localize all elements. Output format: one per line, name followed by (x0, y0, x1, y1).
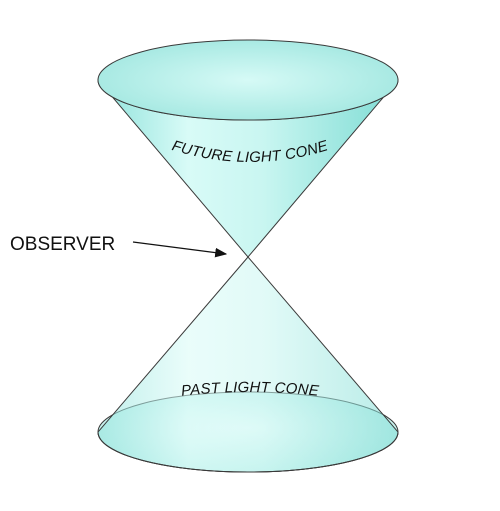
past-light-cone: PAST LIGHT CONE (97, 256, 399, 473)
future-light-cone: FUTURE LIGHT CONE (97, 39, 399, 258)
past-cone-rim-front (97, 431, 399, 473)
past-cone-label: PAST LIGHT CONE (180, 379, 320, 400)
observer-arrow (132, 241, 228, 258)
observer-annotation: OBSERVER (10, 234, 228, 258)
future-cone-top-face (97, 39, 399, 121)
past-cone-body (97, 256, 399, 473)
observer-label: OBSERVER (10, 234, 115, 255)
